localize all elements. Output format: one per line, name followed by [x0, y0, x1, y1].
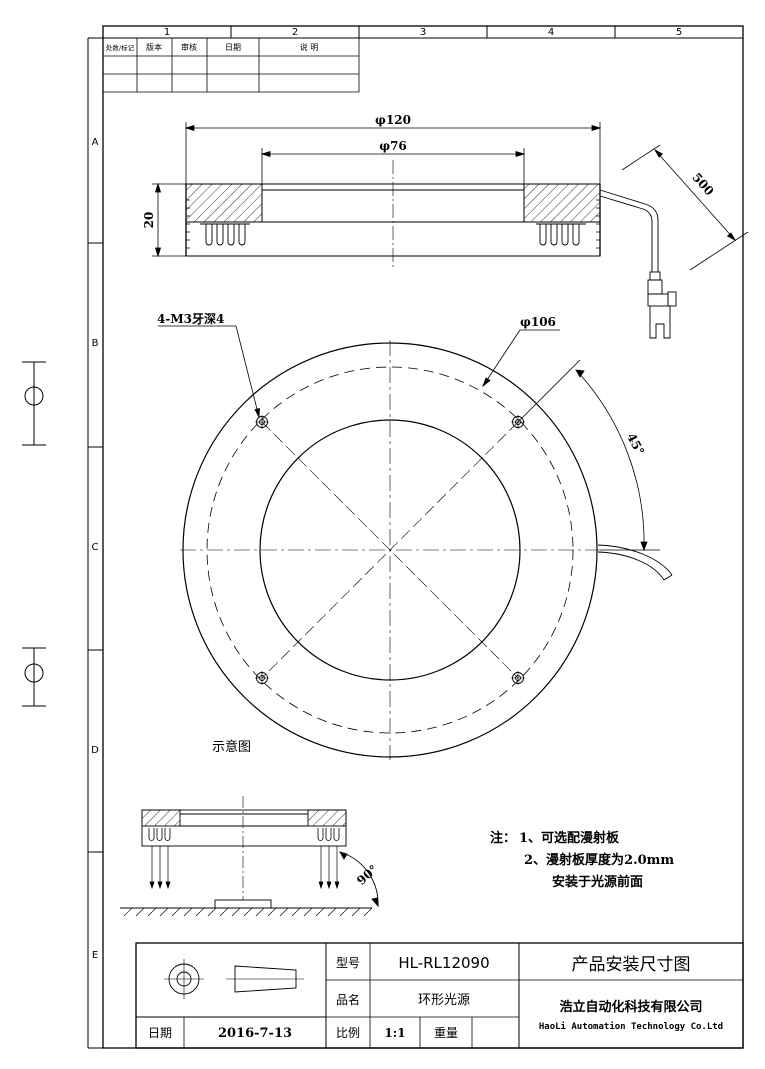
section-left-hatch	[185, 183, 263, 223]
dim-phi120	[184, 122, 602, 184]
notes-line-1: 1、可选配漫射板	[519, 830, 620, 846]
dim-cable-label: 500	[689, 170, 716, 198]
name-label: 品名	[336, 992, 360, 1007]
mount-view	[120, 796, 379, 917]
zone-row-labels: A B C D E	[91, 137, 99, 961]
binder-holes	[22, 361, 46, 707]
zone-row-b: B	[92, 338, 99, 349]
zone-column-labels: 1 2 3 4 5	[164, 27, 682, 38]
notes-line-3: 安装于光源前面	[552, 874, 643, 890]
rev-header-note: 说 明	[300, 42, 319, 52]
binder-hole-top	[24, 386, 44, 406]
zone-row-e: E	[92, 950, 98, 961]
dim-height-label: 20	[142, 212, 156, 229]
zone-row-c: C	[92, 542, 99, 553]
side-view	[185, 160, 601, 268]
model-label: 型号	[336, 956, 360, 970]
notes: 注： 1、可选配漫射板 2、漫射板厚度为2.0mm 安装于光源前面	[490, 830, 674, 890]
date-value: 2016-7-13	[218, 1026, 292, 1041]
dim-phi120-label: φ120	[375, 113, 411, 127]
label-holes: 4-M3牙深4	[157, 311, 224, 326]
light-rays	[149, 846, 340, 890]
dim-phi76	[260, 148, 526, 184]
dim-angle-45	[517, 359, 660, 552]
company-en: HaoLi Automation Technology Co.Ltd	[539, 1021, 723, 1032]
cable-connector	[599, 189, 677, 339]
leader-phi106	[482, 329, 560, 388]
section-right-hatch	[523, 183, 601, 223]
scale-value: 1:1	[384, 1026, 405, 1040]
revision-table	[103, 38, 360, 93]
label-phi106: φ106	[520, 315, 556, 329]
zone-row-a: A	[92, 137, 99, 148]
zone-col-1: 1	[164, 27, 170, 38]
projection-symbol-icon	[164, 959, 304, 999]
company-cn: 浩立自动化科技有限公司	[559, 999, 702, 1015]
title-block	[135, 942, 744, 1049]
zone-row-d: D	[91, 745, 99, 756]
notes-line-2: 2、漫射板厚度为2.0mm	[524, 852, 674, 868]
scale-label: 比例	[336, 1026, 360, 1040]
model-value: HL-RL12090	[398, 954, 489, 972]
led-row-left	[200, 223, 250, 246]
binder-hole-bottom	[24, 663, 44, 683]
title-block-text: 型号 HL-RL12090 品名 环形光源 产品安装尺寸图 浩立自动化科技有限公…	[148, 954, 723, 1041]
caption-schematic: 示意图	[212, 739, 251, 755]
zone-col-2: 2	[292, 27, 298, 38]
m3-hole-bl	[255, 671, 269, 685]
leader-holes	[158, 325, 260, 419]
zone-col-3: 3	[420, 27, 426, 38]
dim-phi76-label: φ76	[379, 139, 407, 153]
zone-col-5: 5	[676, 27, 682, 38]
led-row-right	[536, 223, 586, 246]
rev-header-date: 日期	[225, 43, 241, 52]
m3-hole-br	[511, 671, 525, 685]
notes-prefix: 注：	[490, 830, 516, 846]
rev-header-review: 审核	[181, 42, 197, 52]
mounting-holes	[255, 415, 525, 685]
revision-headers: 处数/标记 版本 审核 日期 说 明	[106, 42, 318, 52]
dim-height-20	[152, 182, 186, 258]
top-view-cable	[597, 544, 673, 581]
weight-label: 重量	[434, 1026, 458, 1040]
rev-header-version: 版本	[146, 42, 162, 52]
m3-hole-tl	[255, 415, 269, 429]
drawing-title: 产品安装尺寸图	[572, 955, 691, 975]
name-value: 环形光源	[418, 993, 470, 1008]
zone-col-4: 4	[548, 27, 554, 38]
date-label: 日期	[148, 1026, 172, 1040]
rev-header-mark: 处数/标记	[106, 43, 135, 52]
dim-cable-500	[621, 144, 749, 271]
label-angle-90: 90°	[354, 862, 380, 888]
top-view	[180, 340, 600, 760]
